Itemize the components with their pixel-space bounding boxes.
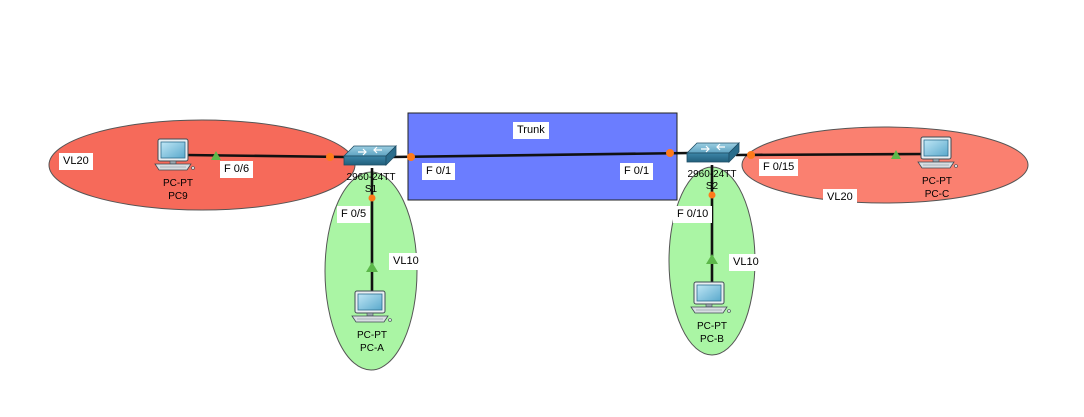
switch-s2-model: 2960-24TT [687, 169, 737, 180]
port-s2-f01-status [666, 149, 674, 157]
pcb-model: PC-PT [697, 321, 727, 332]
port-s2-f015-label: F 0/15 [759, 159, 799, 176]
port-pcc-status [891, 150, 901, 159]
link-s2-pcc [735, 152, 929, 157]
port-pcb-status [706, 254, 718, 264]
port-pc9-status [211, 151, 221, 160]
pcc-name: PC-C [924, 189, 950, 200]
vlan20-left-label: VL20 [59, 153, 93, 170]
vlan10-right-label: VL10 [729, 254, 763, 271]
link-s1-s2-trunk [391, 151, 691, 159]
pcc-model: PC-PT [922, 176, 952, 187]
switch-s2-icon[interactable] [686, 142, 740, 163]
switch-s1-icon[interactable] [343, 145, 397, 166]
pca-name: PC-A [360, 343, 384, 354]
port-s2-f010-label: F 0/10 [673, 206, 713, 223]
trunk-label: Trunk [513, 122, 549, 139]
pca-model: PC-PT [357, 330, 387, 341]
vlan10-left-label: VL10 [389, 253, 423, 270]
port-s2-f01-label: F 0/1 [620, 163, 654, 180]
port-s1-f06-label: F 0/6 [220, 161, 254, 178]
link-pc9-s1 [185, 153, 346, 159]
port-s1-f05-status [368, 194, 376, 202]
pcb-name: PC-B [700, 334, 724, 345]
port-s2-f015-status [747, 151, 755, 159]
port-s1-f01-label: F 0/1 [422, 163, 456, 180]
switch-s2-name: S2 [705, 181, 719, 192]
vlan20-right-label: VL20 [823, 189, 857, 206]
port-s1-f05-label: F 0/5 [337, 206, 371, 223]
pc9-model: PC-PT [163, 178, 193, 189]
switch-s1-model: 2960-24TT [346, 172, 396, 183]
vlan20-right-zone [741, 126, 1029, 204]
port-pca-status [366, 262, 378, 272]
port-s2-f010-status [708, 191, 716, 199]
switch-s1-name: S1 [364, 184, 378, 195]
port-s1-f01-status [407, 153, 415, 161]
port-s1-f06-status [326, 153, 334, 161]
pc9-name: PC9 [168, 191, 188, 202]
